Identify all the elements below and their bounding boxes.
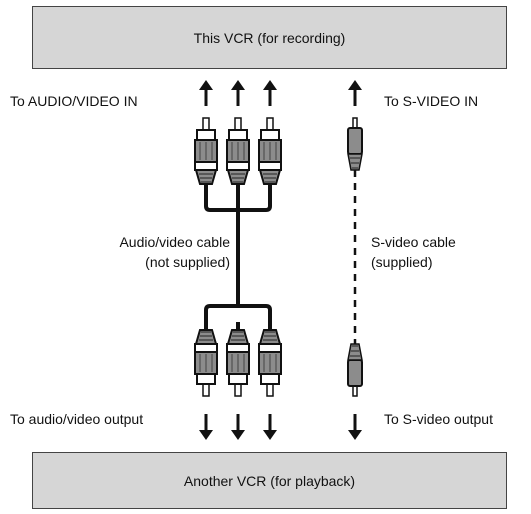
- arrow-down-audio-right-out: [261, 412, 279, 442]
- arrow-down-svideo-out: [346, 412, 364, 442]
- arrow-down-audio-left-out: [197, 412, 215, 442]
- rca-plug-bottom-center: [225, 320, 251, 398]
- svideo-cable-label-line1: S-video cable: [371, 234, 456, 250]
- av-cable-label-line1: Audio/video cable: [119, 234, 230, 250]
- recording-vcr-label: This VCR (for recording): [193, 29, 346, 46]
- svideo-plug-top: [347, 117, 363, 171]
- rca-plug-bottom-left: [193, 320, 219, 398]
- rca-plug-top-left: [193, 116, 219, 194]
- rca-plug-top-center: [225, 116, 251, 194]
- to-av-in-label: To AUDIO/VIDEO IN: [10, 93, 138, 109]
- arrow-up-video-in: [229, 78, 247, 108]
- to-av-out-label: To audio/video output: [10, 411, 144, 427]
- arrow-up-audio-left-in: [197, 78, 215, 108]
- playback-vcr-box: Another VCR (for playback): [32, 452, 507, 509]
- to-svideo-out-label: To S-video output: [384, 411, 493, 427]
- av-cable-label-line2: (not supplied): [145, 254, 230, 270]
- rca-plug-bottom-right: [257, 320, 283, 398]
- to-svideo-in-label: To S-VIDEO IN: [384, 93, 479, 109]
- arrow-up-audio-right-in: [261, 78, 279, 108]
- recording-vcr-box: This VCR (for recording): [32, 6, 507, 69]
- rca-plug-top-right: [257, 116, 283, 194]
- arrow-up-svideo-in: [346, 78, 364, 108]
- audio-video-cable: [204, 192, 272, 322]
- svideo-plug-bottom: [347, 343, 363, 397]
- arrow-down-video-out: [229, 412, 247, 442]
- playback-vcr-label: Another VCR (for playback): [183, 472, 356, 489]
- svideo-cable-label-line2: (supplied): [371, 254, 433, 270]
